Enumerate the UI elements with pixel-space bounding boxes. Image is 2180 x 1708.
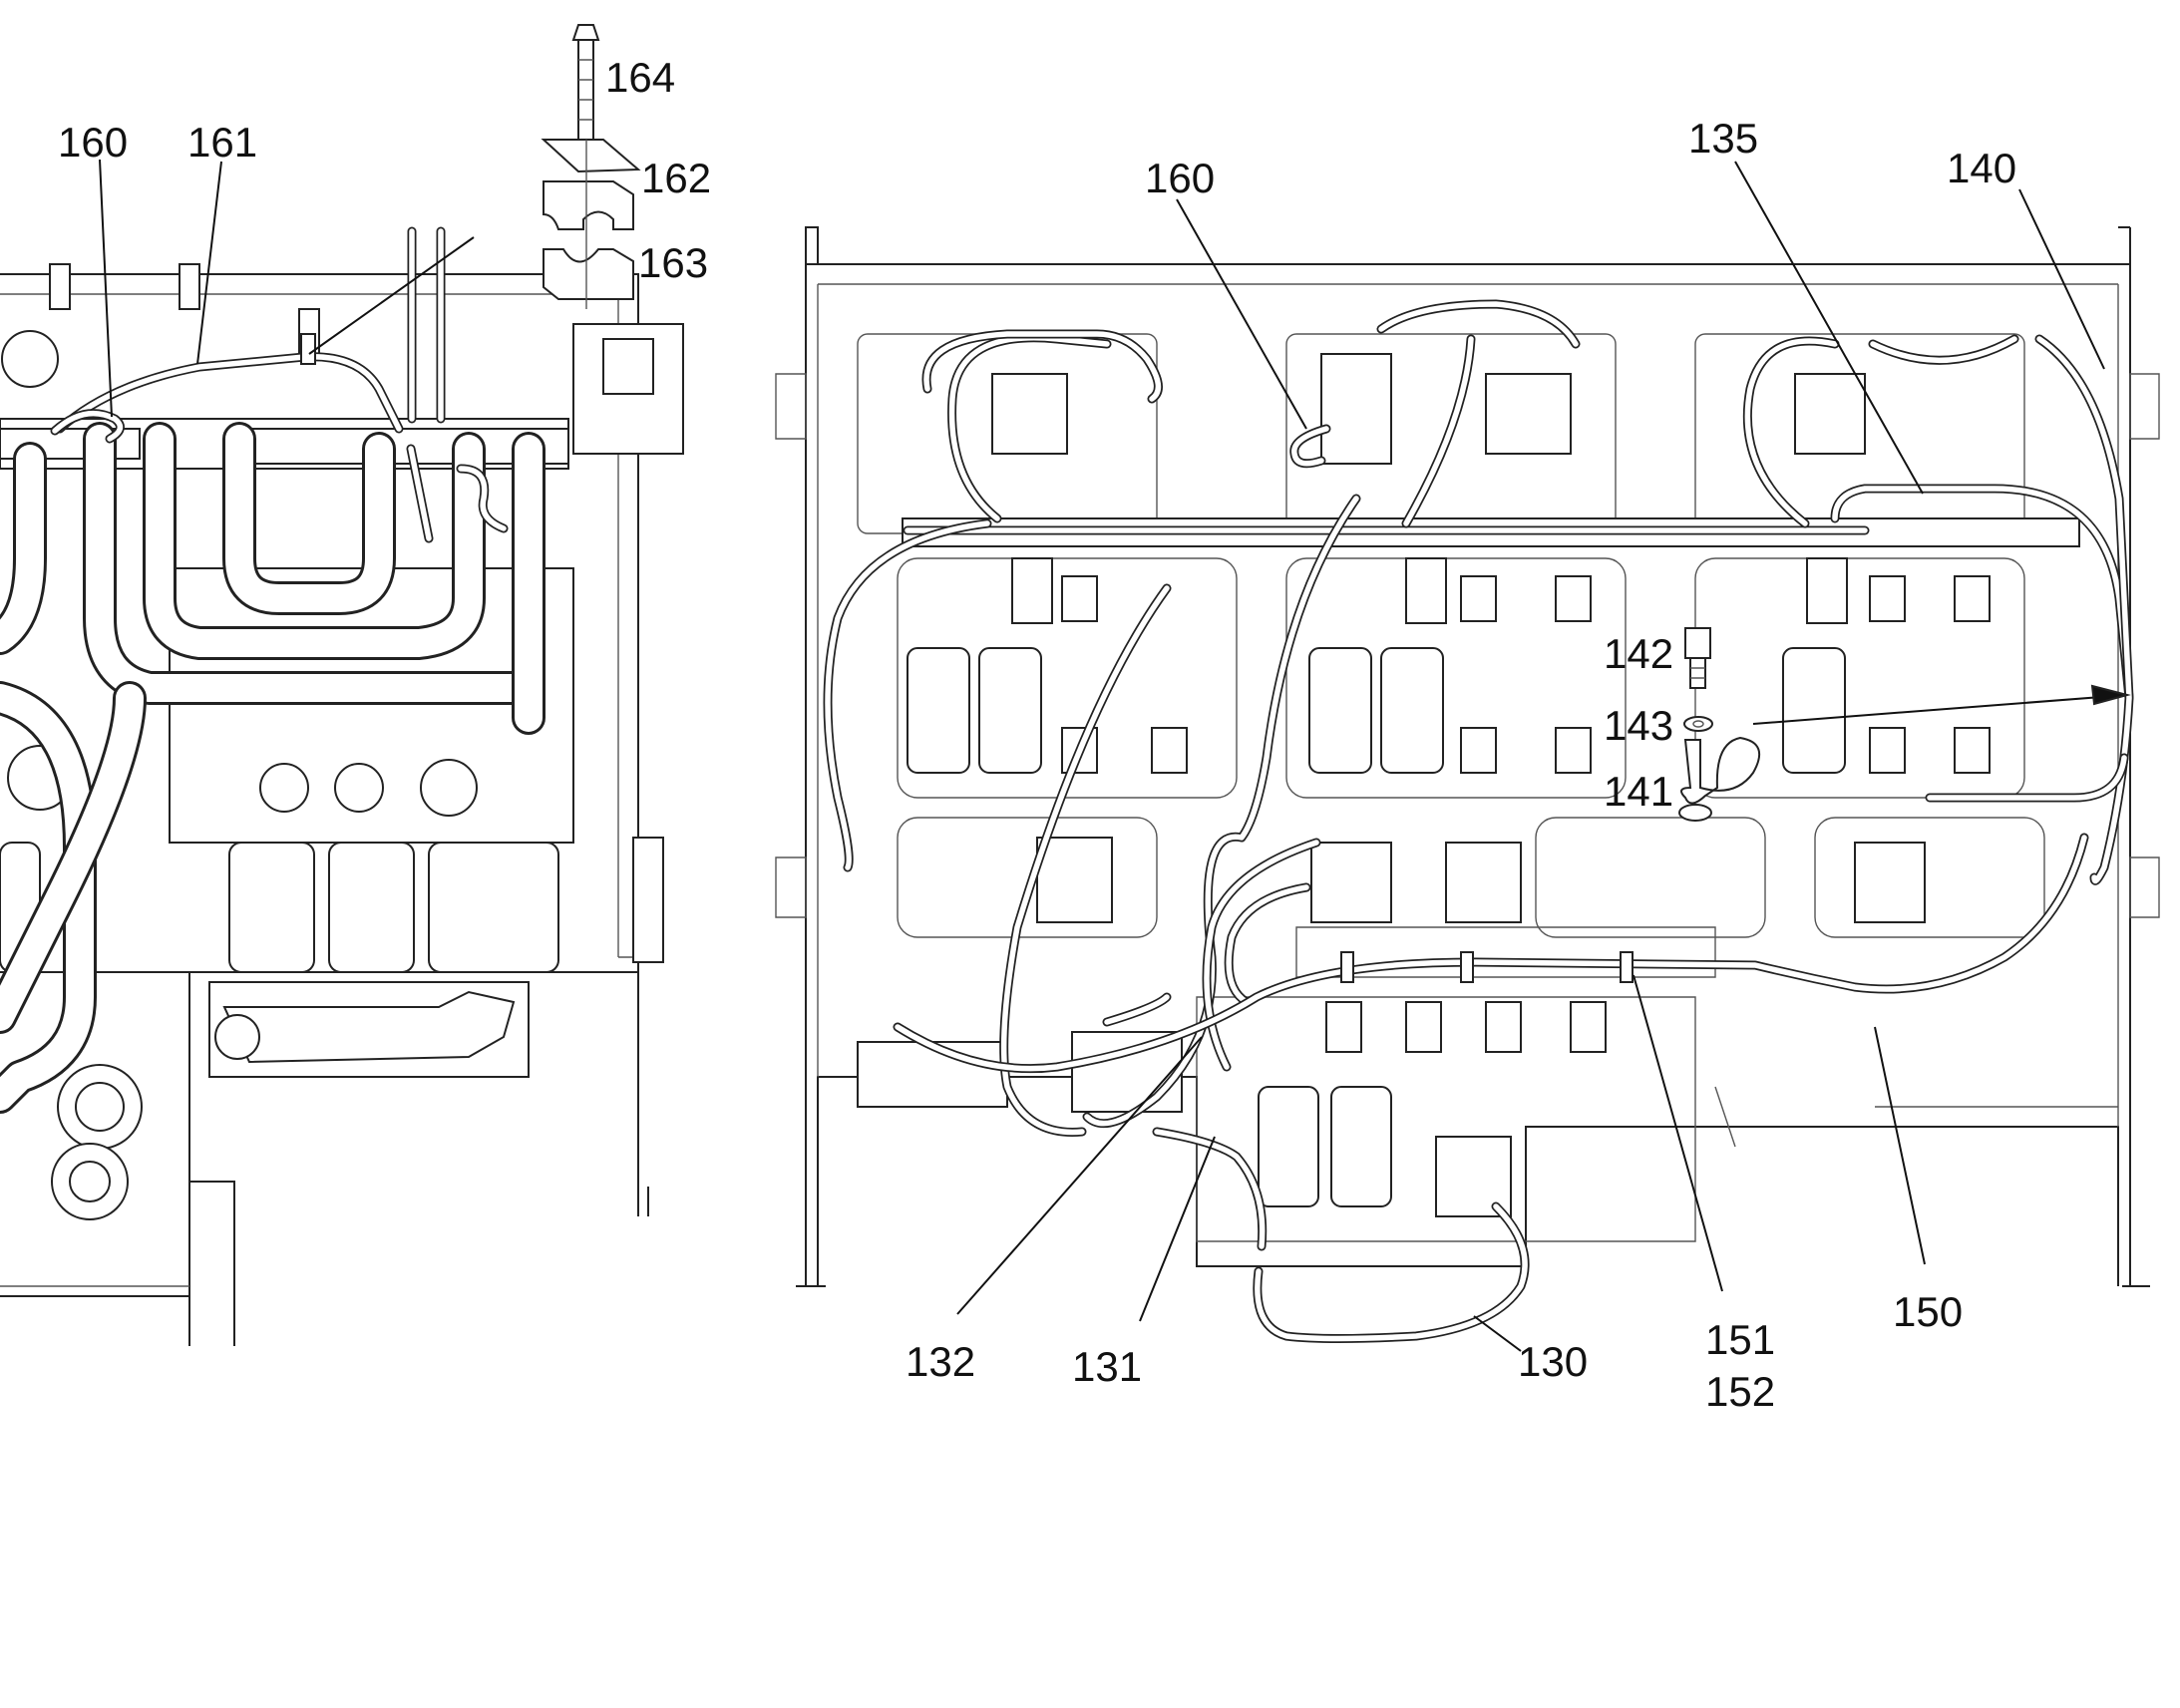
leader-131 [1139, 1136, 1216, 1322]
plate-162 [541, 139, 641, 173]
callout-163: 163 [638, 239, 708, 286]
left-bracket [179, 263, 200, 310]
callout-135: 135 [1688, 115, 1758, 162]
hose-clamp [300, 333, 316, 365]
hose-clamp [1340, 951, 1354, 983]
solenoids [1011, 557, 1991, 1053]
leader-130 [1473, 1315, 1522, 1352]
left-view [0, 24, 684, 1346]
hose-clamp [1460, 951, 1474, 983]
lower-module [897, 817, 1158, 938]
leader-right-160 [1176, 198, 1307, 430]
left-filter [428, 842, 559, 973]
filter [1308, 647, 1372, 774]
lower-carriage [1196, 926, 2118, 1242]
terminal-blocks [857, 353, 1926, 1217]
left-lever-pivot [214, 1014, 260, 1060]
exploded-clamp [541, 24, 641, 309]
arrowhead [2090, 684, 2131, 706]
left-flange [259, 763, 309, 813]
leader-clamp [308, 236, 475, 355]
hose-clamp [1620, 951, 1634, 983]
washer-143 [1683, 716, 1713, 732]
exploded-hose-clamp [1678, 627, 1761, 822]
filter [1782, 647, 1846, 774]
clamp-half-163-top [543, 180, 634, 230]
callout-151: 151 [1705, 1316, 1775, 1363]
lower-module [1535, 817, 1766, 938]
left-side-plate [632, 837, 664, 963]
left-filter [328, 842, 415, 973]
left-flange-bore [69, 1161, 111, 1202]
left-valve-cap [602, 338, 654, 395]
lower-module [1814, 817, 2045, 938]
left-frame-outline [0, 273, 649, 1346]
filter [1258, 1086, 1319, 1207]
filter [907, 647, 970, 774]
callout-132: 132 [906, 1338, 975, 1385]
left-flange [1, 330, 59, 388]
left-pipes [0, 422, 545, 1114]
screw-142 [1684, 627, 1711, 689]
clamp-141 [1680, 736, 1761, 805]
filter [1330, 1086, 1392, 1207]
leader-135 [1734, 161, 1924, 495]
leader-151-152 [1633, 974, 1723, 1292]
callout-164: 164 [605, 54, 675, 101]
callout-141: 141 [1604, 768, 1673, 815]
right-view [775, 161, 2160, 1352]
callout-142: 142 [1604, 630, 1673, 677]
bolt-164 [571, 24, 600, 141]
callout-130: 130 [1518, 1338, 1588, 1385]
callout-162: 162 [641, 155, 711, 201]
left-flange [420, 759, 478, 817]
callout-140: 140 [1947, 145, 2016, 191]
clamp-half-163-bottom [543, 248, 634, 300]
leader-clamp-right [1752, 694, 2128, 725]
leader-150 [1874, 1026, 1926, 1265]
filter [978, 647, 1042, 774]
pump-module [1285, 557, 1627, 799]
callout-150: 150 [1893, 1288, 1963, 1335]
pump-module [897, 557, 1238, 799]
leader-140 [2018, 188, 2105, 370]
callout-143: 143 [1604, 702, 1673, 749]
callout-131: 131 [1072, 1343, 1142, 1390]
callout-right-160: 160 [1145, 155, 1215, 201]
callout-left-160: 160 [58, 119, 128, 166]
right-frame-outline [796, 226, 2150, 1287]
callout-152: 152 [1705, 1368, 1775, 1415]
leader-left-161 [196, 161, 222, 365]
callouts: 160 161 164 162 163 160 135 140 142 143 … [58, 54, 2016, 1415]
leader-left-160 [99, 159, 113, 418]
filter [1380, 647, 1444, 774]
callout-left-161: 161 [187, 119, 257, 166]
left-lever [222, 990, 516, 1064]
right-frame-inner [775, 283, 2160, 1127]
left-flange [334, 763, 384, 813]
hoses [823, 299, 2134, 1343]
left-bracket [49, 263, 71, 310]
crossbar [902, 517, 2080, 547]
left-filter [228, 842, 315, 973]
leader-132 [956, 1036, 1203, 1315]
left-flange-bore [75, 1082, 125, 1132]
